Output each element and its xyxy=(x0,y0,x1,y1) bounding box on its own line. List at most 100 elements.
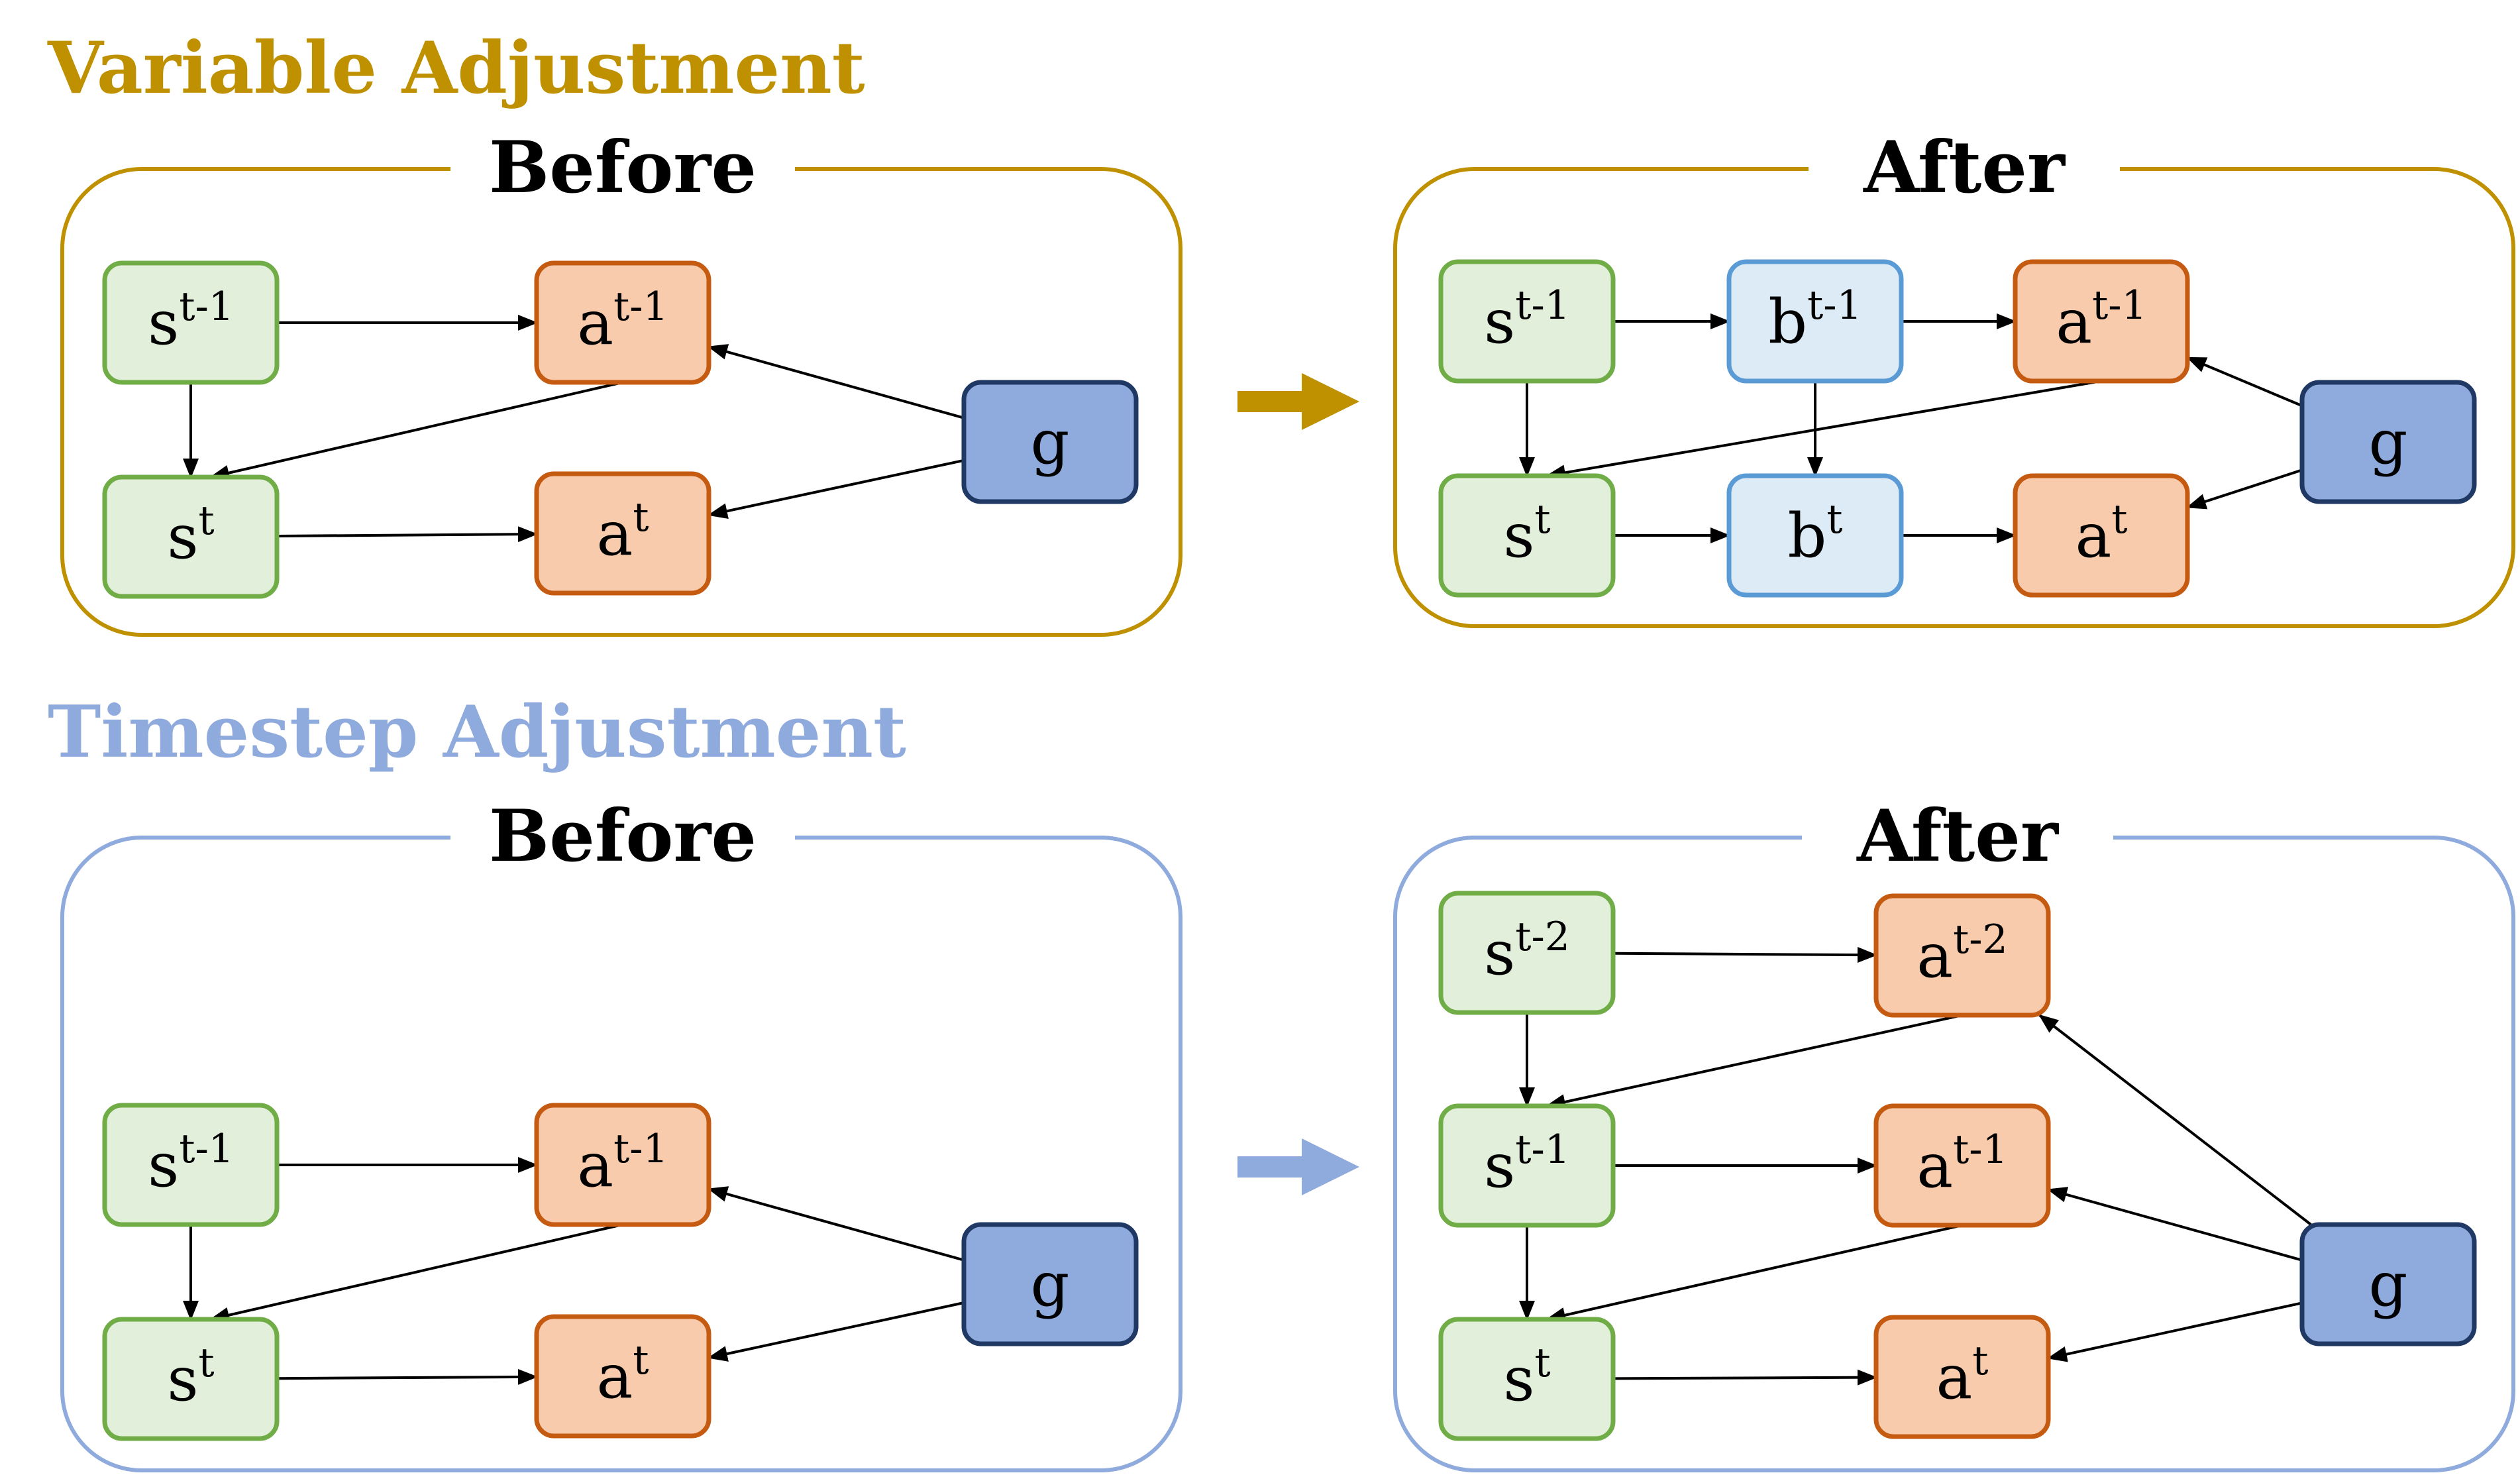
node-label: st-1 xyxy=(148,1126,234,1201)
node-box xyxy=(1438,1103,1616,1228)
node-state-s_t: st xyxy=(102,1317,280,1441)
node-label-base: s xyxy=(148,1130,179,1201)
node-box xyxy=(102,474,280,599)
node-box xyxy=(534,260,711,385)
node-state-s_t: st xyxy=(102,474,280,599)
node-label-superscript: t-1 xyxy=(1807,282,1862,329)
edge-g-to-a_t xyxy=(2186,468,2303,510)
node-belief-b_tm1: bt-1 xyxy=(1726,259,1904,384)
node-label-superscript: t-1 xyxy=(179,284,234,330)
node-label: st-1 xyxy=(148,284,234,358)
edge-s_t-to-a_t xyxy=(276,526,538,543)
node-label-superscript: t xyxy=(633,494,649,541)
node-label: g xyxy=(1031,1249,1070,1320)
node-box xyxy=(534,1103,711,1227)
edge-g-to-a_t xyxy=(708,1301,965,1362)
node-label: st xyxy=(167,498,214,573)
edge-a_tm1-to-s_t xyxy=(1546,380,2102,481)
node-label-superscript: t xyxy=(1535,496,1551,543)
node-label-base: a xyxy=(597,1341,633,1412)
node-goal-g: g xyxy=(961,1222,1139,1346)
edge-g-to-a_tm1 xyxy=(708,344,965,419)
node-label: at-1 xyxy=(577,284,668,358)
transition-arrow-variable xyxy=(1237,373,1359,430)
panel-label-variable-before: Before xyxy=(489,126,757,209)
node-label-base: b xyxy=(1787,500,1826,571)
node-label: g xyxy=(2369,407,2408,478)
node-box xyxy=(1438,473,1616,598)
node-label: g xyxy=(2369,1249,2408,1320)
node-box xyxy=(1873,893,2051,1018)
node-label-base: s xyxy=(167,1344,198,1415)
node-label: st-1 xyxy=(1484,1126,1570,1201)
node-label-base: a xyxy=(2056,286,2092,357)
edge-g-to-a_tm1 xyxy=(708,1186,965,1262)
node-box xyxy=(534,471,711,596)
edge-g-to-a_tm1 xyxy=(2186,356,2303,408)
node-label: st xyxy=(167,1340,214,1415)
node-state-s_tm1: st-1 xyxy=(1438,1103,1616,1228)
node-label-superscript: t xyxy=(1972,1338,1988,1384)
node-label-superscript: t-1 xyxy=(1515,1126,1570,1173)
node-label: st-2 xyxy=(1484,914,1570,989)
node-label-superscript: t-2 xyxy=(1953,916,2008,963)
node-label-base: s xyxy=(167,502,198,573)
node-action-a_tm1: at-1 xyxy=(1873,1103,2051,1228)
node-state-s_tm1: st-1 xyxy=(102,1103,280,1227)
node-box xyxy=(2013,473,2190,598)
node-label: bt xyxy=(1787,496,1842,571)
edges-layer xyxy=(183,313,2312,1386)
edge-s_tm2-to-a_tm2 xyxy=(1612,947,1877,963)
node-box xyxy=(961,380,1139,504)
node-box xyxy=(1726,259,1904,384)
node-goal-g: g xyxy=(961,380,1139,504)
node-box xyxy=(1438,891,1616,1015)
node-label-base: a xyxy=(1916,920,1953,991)
node-label-base: s xyxy=(1484,286,1515,357)
node-label: st-1 xyxy=(1484,282,1570,357)
node-state-s_tm2: st-2 xyxy=(1438,891,1616,1015)
node-box xyxy=(1438,1317,1616,1441)
node-label-base: a xyxy=(577,288,613,358)
node-label-base: s xyxy=(1484,918,1515,989)
transition-arrow-timestep xyxy=(1237,1138,1359,1195)
node-label-superscript: t-1 xyxy=(1515,282,1570,329)
node-label: st xyxy=(1503,496,1550,571)
node-action-a_tm1: at-1 xyxy=(534,1103,711,1227)
edge-g-to-a_t xyxy=(2047,1301,2303,1362)
edge-a_tm1-to-s_t xyxy=(209,381,623,481)
node-belief-b_t: bt xyxy=(1726,473,1904,598)
node-label: at-1 xyxy=(577,1126,668,1201)
node-action-a_t: at xyxy=(1873,1315,2051,1439)
node-label-superscript: t xyxy=(1535,1340,1551,1386)
node-box xyxy=(2299,380,2477,504)
node-box xyxy=(961,1222,1139,1346)
node-state-s_t: st xyxy=(1438,1317,1616,1441)
node-label-base: a xyxy=(597,498,633,569)
node-label-superscript: t-2 xyxy=(1515,914,1570,960)
node-label-superscript: t-1 xyxy=(179,1126,234,1172)
node-label-superscript: t xyxy=(2111,496,2127,543)
node-state-s_tm1: st-1 xyxy=(1438,259,1616,384)
node-box xyxy=(102,1103,280,1227)
node-label-superscript: t xyxy=(199,1340,215,1386)
node-label-superscript: t-1 xyxy=(2092,282,2147,329)
node-label-superscript: t-1 xyxy=(613,1126,668,1172)
node-label-base: g xyxy=(2369,407,2408,478)
node-label: at xyxy=(597,494,649,569)
node-label: at xyxy=(597,1337,649,1412)
node-box xyxy=(1726,473,1904,598)
node-goal-g: g xyxy=(2299,1222,2477,1346)
node-box xyxy=(2299,1222,2477,1346)
node-action-a_tm1: at-1 xyxy=(2013,259,2190,384)
node-state-s_tm1: st-1 xyxy=(102,260,280,385)
node-label-base: g xyxy=(1031,407,1070,478)
node-label-superscript: t xyxy=(199,498,215,544)
section-title-timestep-adjustment: Timestep Adjustment xyxy=(48,690,906,774)
node-box xyxy=(1873,1103,2051,1228)
edge-s_t-to-a_t xyxy=(276,1368,538,1385)
panel-label-timestep-after: After xyxy=(1856,794,2060,878)
node-label: bt-1 xyxy=(1768,282,1862,357)
node-box xyxy=(102,260,280,385)
